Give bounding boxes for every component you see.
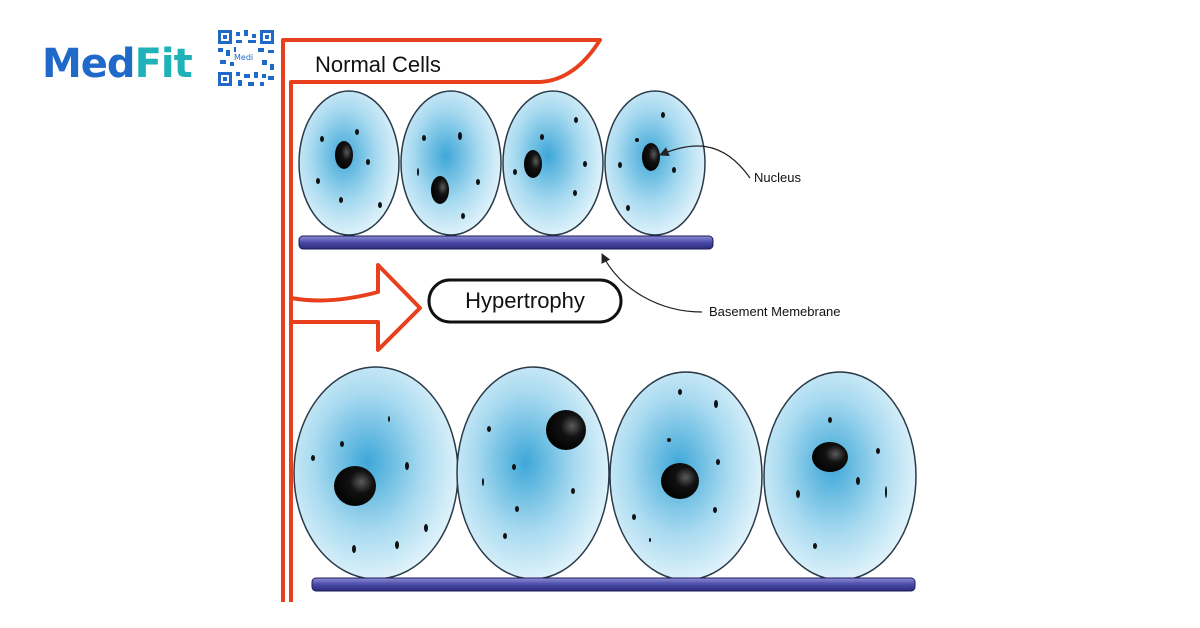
normal-cells-row	[298, 90, 714, 250]
normal-cell-2	[400, 90, 502, 236]
hypertrophic-cell-4	[763, 371, 917, 581]
normal-nucleus-3	[524, 150, 542, 178]
basement-membrane-label: Basement Memebrane	[709, 304, 841, 319]
hypertrophic-nucleus-4	[812, 442, 848, 472]
hypertrophic-cell-1	[293, 366, 459, 580]
hypertrophic-cell-2	[456, 366, 610, 580]
hypertrophic-nucleus-2	[546, 410, 586, 450]
normal-nucleus-4	[642, 143, 660, 171]
hypertrophic-cell-granules	[311, 389, 887, 553]
nucleus-label: Nucleus	[754, 170, 801, 185]
brand-name: MedFit	[42, 41, 193, 87]
hypertrophy-arrow	[290, 263, 422, 352]
membrane-pointer-line	[601, 253, 703, 313]
hypertrophic-nucleus-3	[661, 463, 699, 499]
process-bracket	[281, 38, 602, 602]
brand-name-fit: Fit	[134, 41, 193, 87]
hypertrophic-basement-membrane	[311, 577, 916, 592]
brand-name-med: Med	[42, 41, 136, 87]
normal-nucleus-1	[335, 141, 353, 169]
nucleus-pointer-line	[659, 145, 751, 179]
qr-code-label: Medi	[233, 53, 255, 62]
qr-code-icon	[218, 30, 274, 86]
normal-basement-membrane	[298, 235, 714, 250]
bracket-top-tab	[281, 38, 602, 602]
normal-cell-3	[502, 90, 604, 236]
hypertrophy-label-box	[427, 278, 623, 324]
normal-cell-granules	[316, 112, 676, 219]
hypertrophic-nucleus-1	[334, 466, 376, 506]
hypertrophic-cells-row	[293, 366, 917, 592]
normal-nucleus-2	[431, 176, 449, 204]
hypertrophy-label: Hypertrophy	[465, 288, 585, 313]
normal-cells-title: Normal Cells	[315, 52, 441, 77]
